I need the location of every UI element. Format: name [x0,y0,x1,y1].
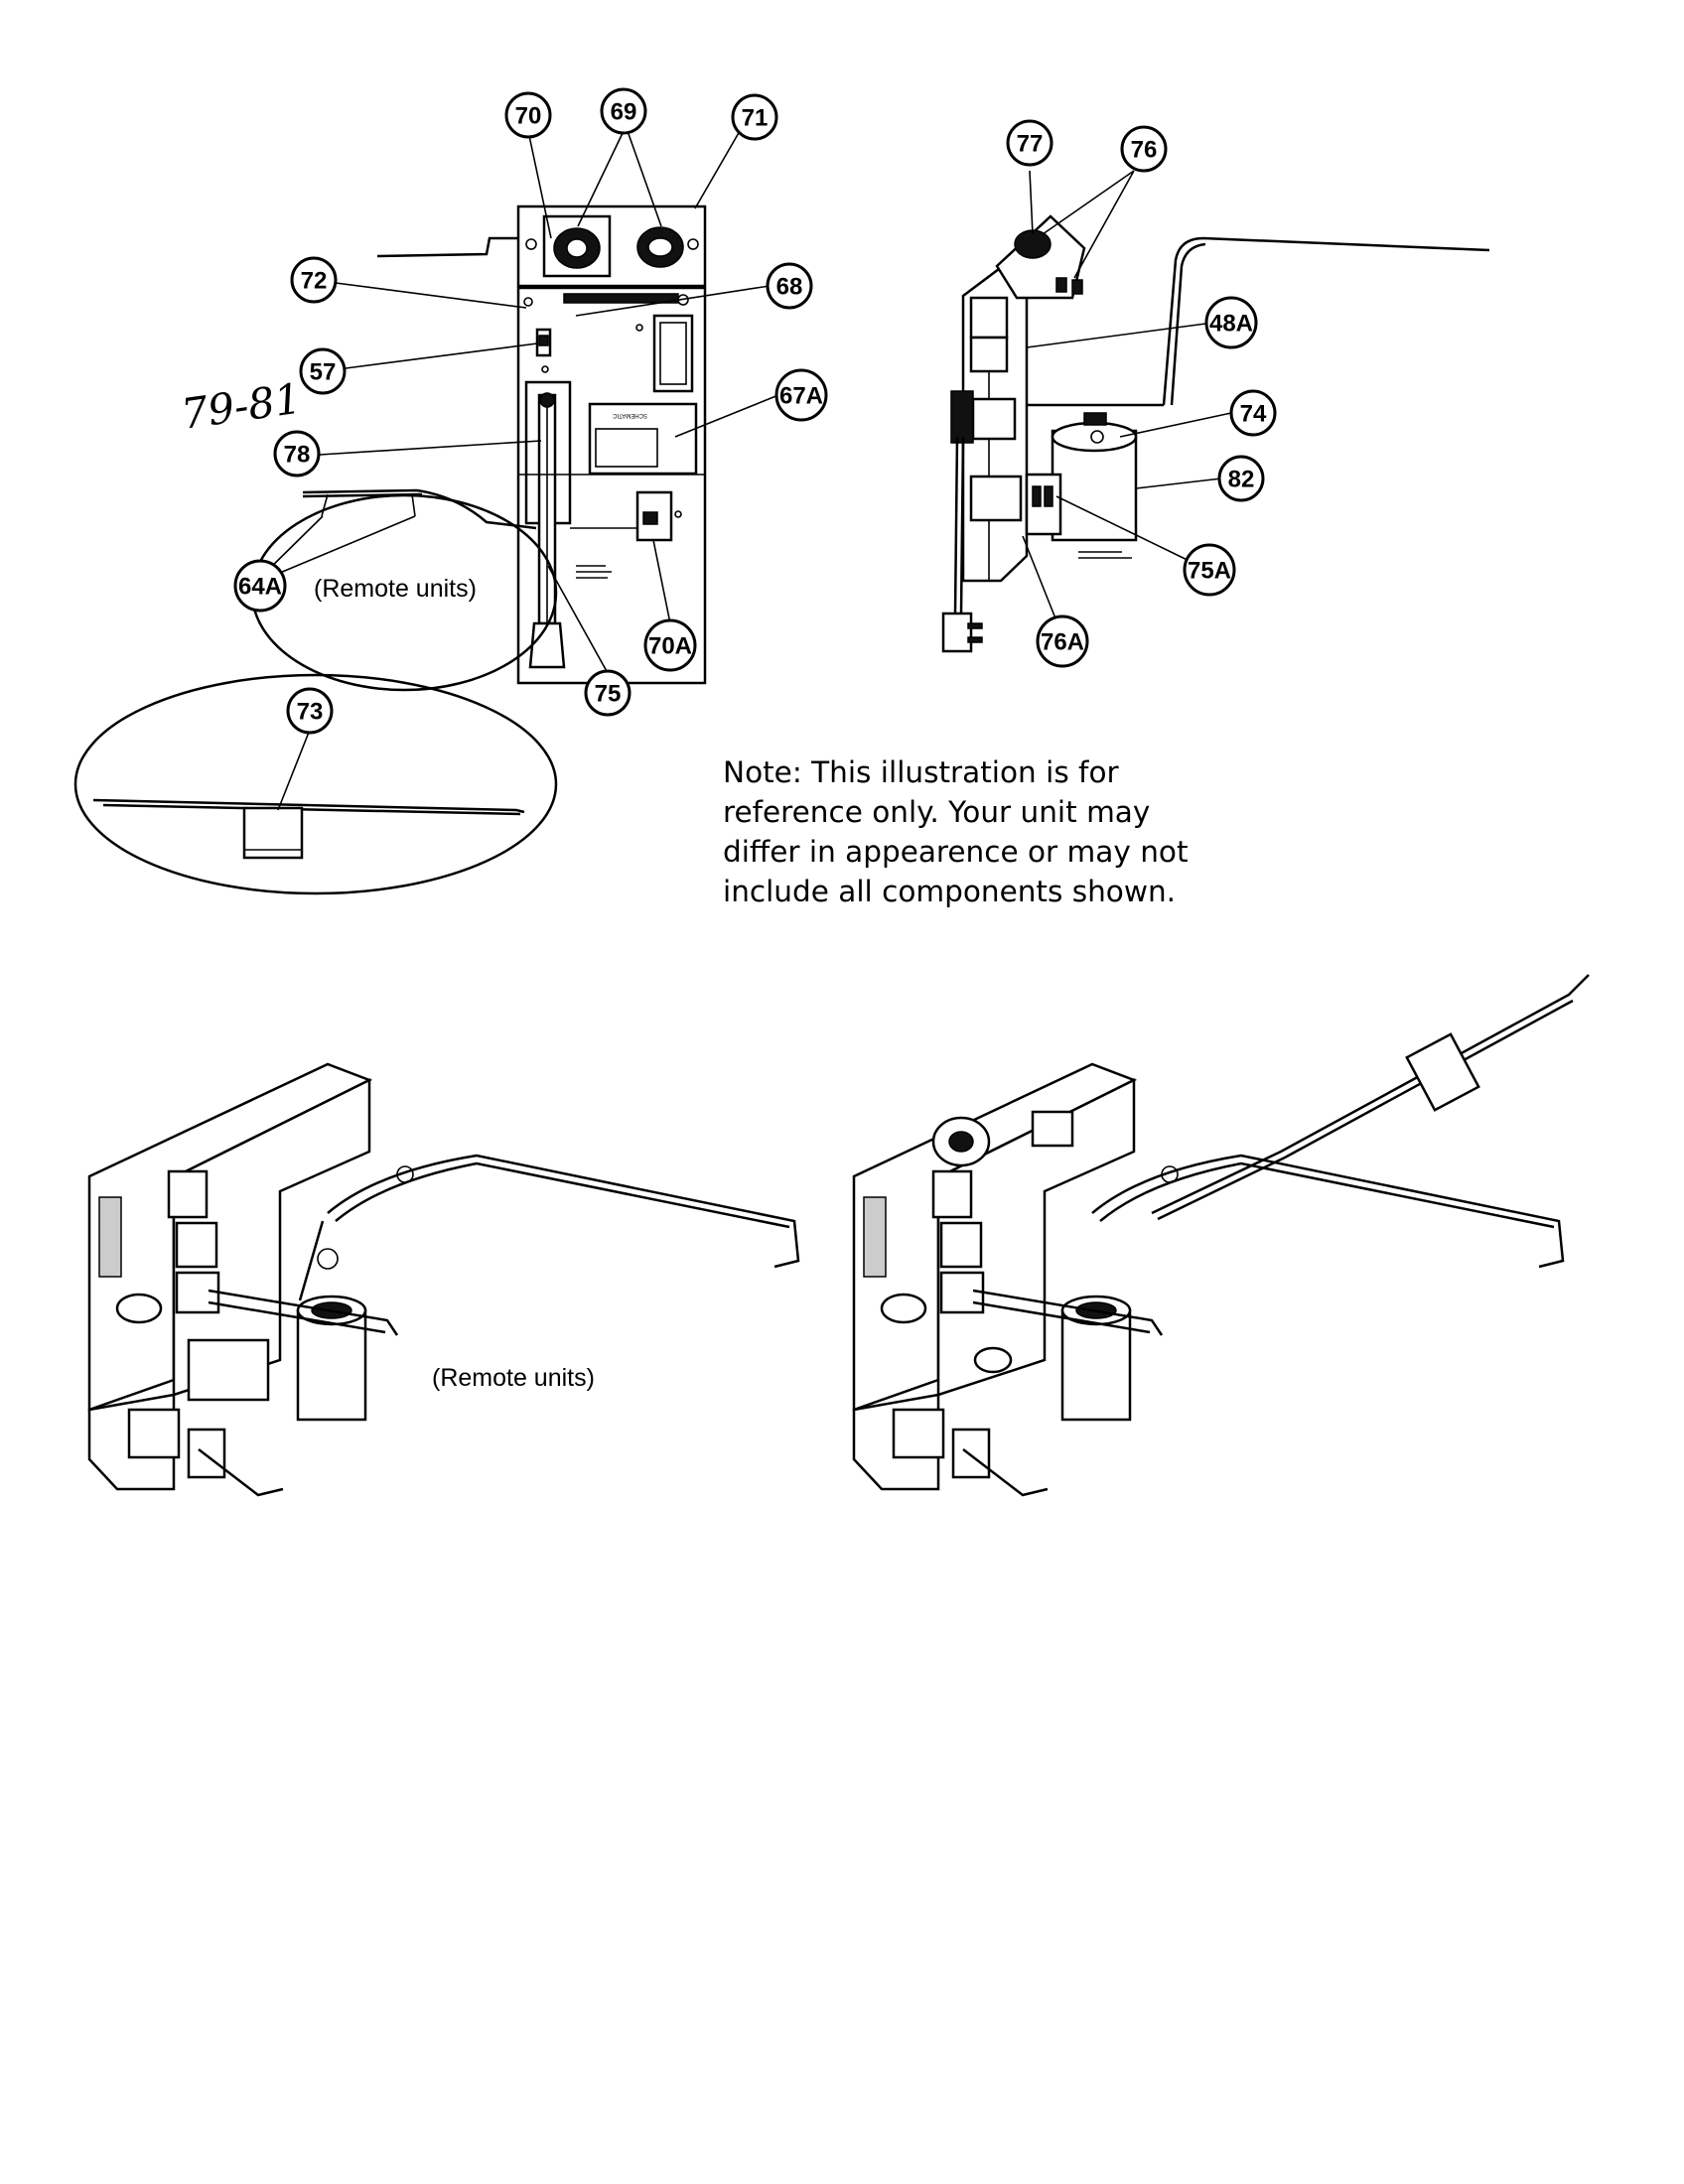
callout-number: 71 [742,105,769,132]
callout-70a: 70A [643,618,697,672]
callout-number: 77 [1017,131,1044,158]
sensor-73-detail [73,673,558,895]
callout-75: 75 [584,669,632,717]
callout-71: 71 [731,93,778,141]
note-line: differ in appearence or may not [723,835,1189,869]
callout-68: 68 [766,262,813,310]
callout-82: 82 [1217,455,1265,502]
callout-number: 70A [648,633,692,660]
callout-leaders [259,130,1232,811]
callout-number: 48A [1209,311,1253,338]
callout-74: 74 [1229,389,1277,437]
isometric-view-standard [852,974,1590,1497]
callout-number: 73 [297,699,324,726]
module-label: SCHEMATIC [612,412,647,418]
callouts: 70 69 71 72 68 57 67A 78 64A 75 70A 73 77 76 48A 74 82 75… [233,87,1277,735]
callout-number: 75A [1188,558,1231,585]
callout-number: 70 [515,103,542,130]
callout-number: 64A [238,574,282,601]
note-line: Note: This illustration is for [723,755,1119,789]
callout-64a: 64A [233,559,287,613]
callout-number: 69 [611,99,637,126]
callout-number: 68 [776,274,803,301]
note-line: include all components shown. [723,875,1177,908]
isometric-view-remote: (Remote units) [87,1062,800,1497]
callout-72: 72 [290,256,338,304]
control-panel-front-view: SCHEMATIC [376,205,707,685]
callout-78: 78 [273,430,321,478]
callout-number: 76A [1041,629,1084,656]
callout-number: 75 [595,681,622,708]
callout-70: 70 [504,91,552,139]
callout-69: 69 [600,87,647,135]
callout-73: 73 [286,687,334,735]
callout-number: 78 [284,442,311,469]
handwritten-range: 79-81 [179,374,305,439]
callout-number: 76 [1131,137,1158,164]
callout-number: 57 [310,359,337,386]
callout-48a: 48A [1204,296,1258,349]
control-panel-side-view [941,214,1490,653]
callout-67a: 67A [774,368,828,422]
callout-76: 76 [1120,125,1168,173]
remote-units-label-bottom: (Remote units) [432,1364,595,1392]
callout-number: 82 [1228,467,1255,493]
callout-number: 72 [301,268,328,295]
callout-number: 67A [779,383,823,410]
reference-note: Note: This illustration is for reference… [723,752,1239,911]
note-line: reference only. Your unit may [723,795,1151,829]
callout-77: 77 [1006,119,1053,167]
callout-number: 74 [1240,401,1267,428]
callout-57: 57 [299,347,347,395]
callout-76a: 76A [1036,614,1089,668]
remote-units-label-top: (Remote units) [314,575,477,603]
callout-75a: 75A [1183,543,1236,597]
